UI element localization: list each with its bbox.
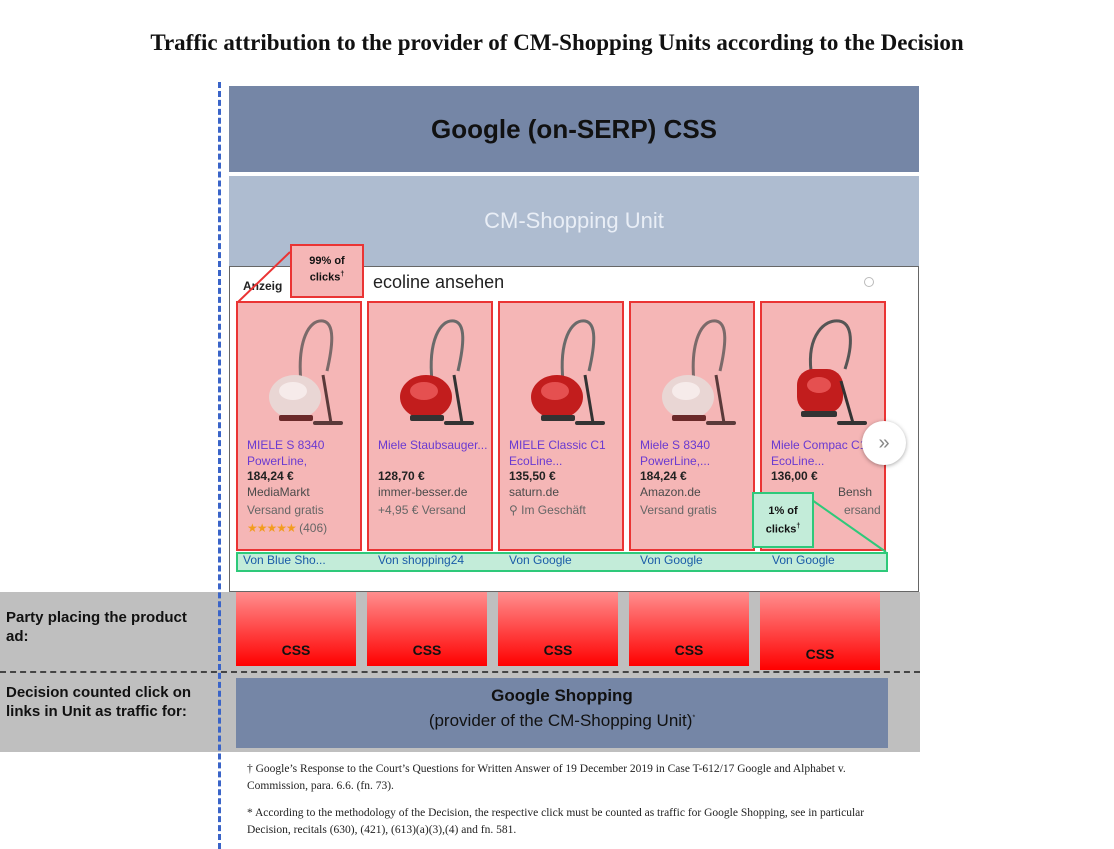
product-card[interactable]: MIELE S 8340 PowerLine, 184,24 € MediaMa… xyxy=(236,301,362,551)
shipping-info: +4,95 € Versand xyxy=(378,503,466,517)
shipping-info: Versand gratis xyxy=(640,503,717,517)
location-pin-icon: ⚲ xyxy=(509,503,518,517)
product-name: Miele Staubsauger... xyxy=(378,438,488,452)
merchant-name: Bensh xyxy=(838,485,873,499)
party-label: Party placing the product ad: xyxy=(6,609,187,645)
merchant-name: MediaMarkt xyxy=(247,485,310,499)
vacuum-icon xyxy=(269,319,343,425)
store-availability: ⚲ Im Geschäft xyxy=(509,503,586,517)
product-card[interactable]: Miele S 8340 PowerLine,... 184,24 € Amaz… xyxy=(629,301,755,551)
product-name: MIELE Classic C1 EcoLine... xyxy=(509,438,606,468)
shipping-info: Versand gratis xyxy=(247,503,324,517)
horizontal-divider xyxy=(0,671,920,673)
review-count: (406) xyxy=(299,521,328,535)
css-box: CSS xyxy=(498,592,618,666)
vacuum-icon xyxy=(797,319,867,425)
product-price: 128,70 € xyxy=(378,469,425,483)
vacuum-icon xyxy=(400,319,474,425)
css-box: CSS xyxy=(760,592,880,670)
info-icon xyxy=(864,277,874,287)
css-link[interactable]: Von Google xyxy=(509,553,572,567)
css-link[interactable]: Von shopping24 xyxy=(378,553,465,567)
css-link[interactable]: Von Google xyxy=(772,553,835,567)
product-name: MIELE S 8340 PowerLine, xyxy=(247,438,325,468)
css-link[interactable]: Von Blue Sho... xyxy=(243,553,326,567)
product-name: Miele S 8340 PowerLine,... xyxy=(640,438,711,468)
rating: ★★★★★ (406) xyxy=(247,521,327,535)
rating-stars: ★★★★★ xyxy=(247,521,297,535)
footnote-dagger: † Google’s Response to the Court’s Quest… xyxy=(247,763,846,792)
google-shopping-title: Google Shopping xyxy=(491,686,633,705)
callout-99-percent: 99% of clicks† xyxy=(290,244,364,298)
product-price: 135,50 € xyxy=(509,469,556,483)
product-card[interactable]: MIELE Classic C1 EcoLine... 135,50 € sat… xyxy=(498,301,624,551)
css-box: CSS xyxy=(236,592,356,666)
ad-label: Anzeig xyxy=(243,279,283,293)
css-link[interactable]: Von Google xyxy=(640,553,703,567)
css-box: CSS xyxy=(367,592,487,666)
google-shopping-subtitle: (provider of the CM-Shopping Unit)* xyxy=(428,711,696,730)
footnote-asterisk: * According to the methodology of the De… xyxy=(247,807,865,836)
vertical-divider xyxy=(218,82,221,849)
product-price: 184,24 € xyxy=(247,469,294,483)
google-shopping-box: Google Shopping (provider of the CM-Shop… xyxy=(236,678,888,748)
shipping-info: Im Geschäft xyxy=(521,503,586,517)
css-link-bar xyxy=(236,552,888,572)
product-card[interactable]: Miele Staubsauger... 128,70 € immer-bess… xyxy=(367,301,493,551)
vacuum-icon xyxy=(531,319,605,425)
product-name: Miele Compac C1 EcoLine... xyxy=(771,438,867,468)
next-arrow-button[interactable]: » xyxy=(862,421,906,465)
decision-label: Decision counted click on links in Unit … xyxy=(6,684,192,720)
unit-heading: ecoline ansehen xyxy=(373,272,505,292)
merchant-name: immer-besser.de xyxy=(378,485,468,499)
css-box: CSS xyxy=(629,592,749,666)
callout-1-percent: 1% of clicks† xyxy=(752,492,814,548)
product-price: 136,00 € xyxy=(771,469,818,483)
page-title: Traffic attribution to the provider of C… xyxy=(150,30,964,55)
shipping-info: ersand xyxy=(844,503,881,517)
merchant-name: saturn.de xyxy=(509,485,560,499)
product-price: 184,24 € xyxy=(640,469,687,483)
google-css-band: Google (on-SERP) CSS xyxy=(229,86,919,172)
merchant-name: Amazon.de xyxy=(640,485,701,499)
vacuum-icon xyxy=(662,319,736,425)
